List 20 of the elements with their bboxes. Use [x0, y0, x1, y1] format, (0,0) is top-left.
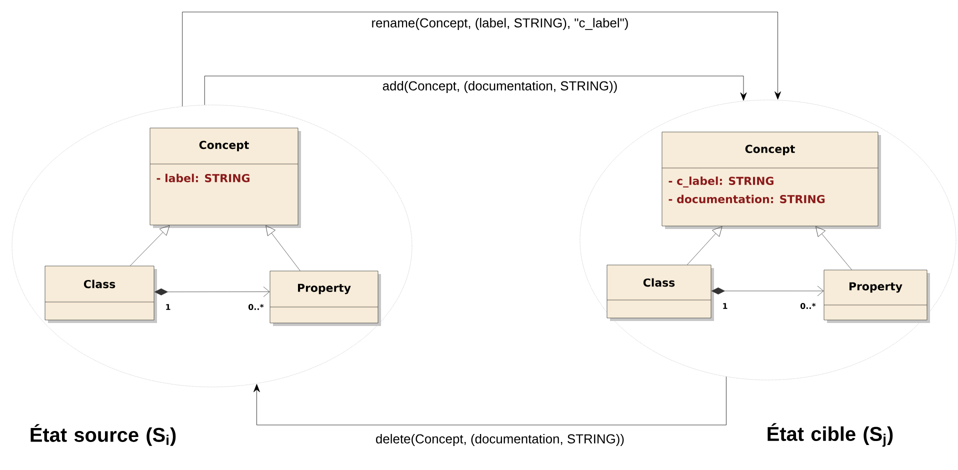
state-caption: État cible (S$_{j}$): [768, 423, 893, 447]
arrow: [253, 376, 726, 426]
edge-label: rename(Concept, (label, STRING), "c_label"): [372, 18, 628, 30]
arrow: [204, 76, 747, 106]
edge-label: add(Concept, (documentation, STRING)): [382, 80, 617, 94]
generalization-arrow: [816, 226, 852, 270]
generalization-arrow: [266, 225, 300, 271]
class-box: Concept - label: STRING: [150, 128, 301, 228]
generalization-arrow: [687, 226, 722, 265]
class-box: Class: [44, 266, 157, 323]
composition-arrow: [154, 286, 270, 297]
generalization-arrow: [130, 225, 170, 266]
arrow: [182, 12, 782, 107]
composition-arrow: [711, 286, 824, 296]
class-box: Property: [824, 270, 930, 323]
edge-label: delete(Concept, (documentation, STRING)): [376, 434, 624, 446]
class-box: Property: [270, 270, 381, 326]
class-box: Class: [606, 264, 714, 321]
state-caption: État source (S$_{i}$): [30, 424, 176, 446]
class-box: Concept - c_label: STRING - documentation: STRING: [662, 132, 881, 229]
